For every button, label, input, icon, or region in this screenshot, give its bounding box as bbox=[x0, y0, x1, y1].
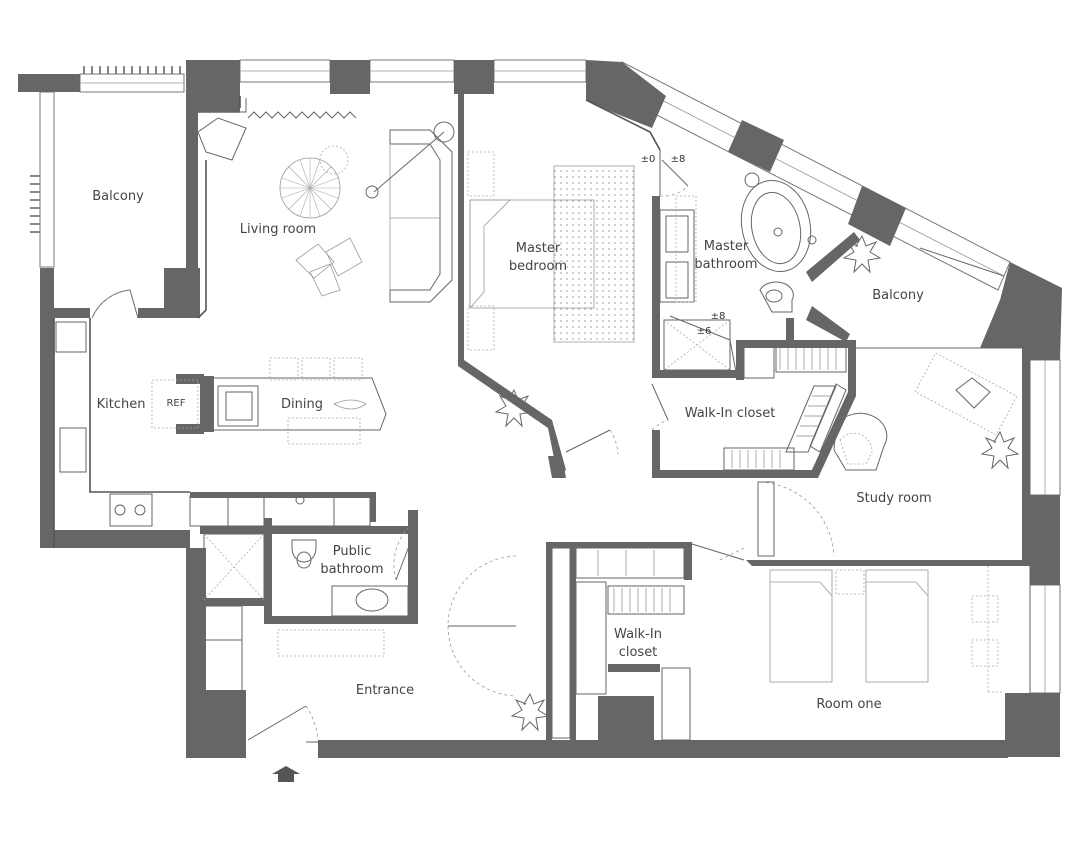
label-public-bathroom-line1: Public bbox=[332, 544, 372, 559]
walls bbox=[18, 60, 1062, 758]
label-study-room: Study room bbox=[856, 491, 932, 506]
label-walkin-closet-top: Walk-In closet bbox=[684, 406, 776, 421]
label-master-bedroom-line1: Master bbox=[515, 241, 561, 256]
label-master-bedroom: Master bedroom bbox=[509, 240, 567, 276]
label-balcony-left: Balcony bbox=[92, 189, 144, 204]
doors bbox=[91, 159, 835, 741]
label-dining: Dining bbox=[281, 397, 323, 412]
level-mark-b: ±8 bbox=[670, 154, 686, 165]
level-mark-d: ±6 bbox=[696, 326, 712, 337]
level-mark-a: ±0 bbox=[640, 154, 656, 165]
label-walkin-closet-bottom-line2: closet bbox=[618, 645, 658, 660]
label-living-room: Living room bbox=[239, 222, 317, 237]
label-entrance: Entrance bbox=[355, 683, 415, 698]
label-ref: REF bbox=[166, 398, 186, 409]
label-walkin-closet-bottom: Walk-In closet bbox=[614, 626, 662, 662]
label-room-one: Room one bbox=[816, 697, 882, 712]
label-balcony-right: Balcony bbox=[872, 288, 924, 303]
label-master-bathroom-line1: Master bbox=[703, 239, 749, 254]
label-walkin-closet-bottom-line1: Walk-In bbox=[614, 627, 662, 642]
label-kitchen: Kitchen bbox=[96, 397, 146, 412]
label-public-bathroom-line2: bathroom bbox=[320, 562, 384, 577]
label-master-bedroom-line2: bedroom bbox=[508, 259, 568, 274]
thin-lines bbox=[53, 96, 1031, 743]
entry-arrow-icon bbox=[272, 766, 300, 782]
label-master-bathroom: Master bathroom bbox=[694, 238, 757, 274]
furniture bbox=[151, 111, 1020, 741]
label-public-bathroom: Public bathroom bbox=[320, 543, 383, 579]
level-mark-c: ±8 bbox=[710, 311, 726, 322]
label-master-bathroom-line2: bathroom bbox=[694, 257, 758, 272]
